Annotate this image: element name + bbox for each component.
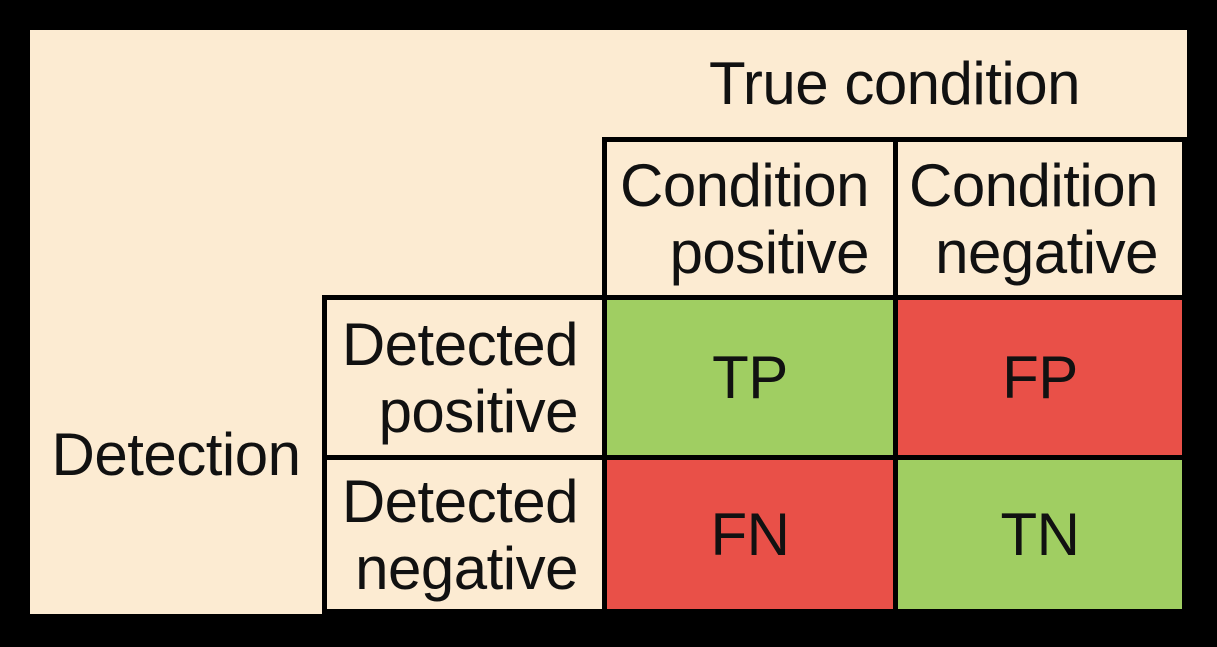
column-header-line2: negative [935, 218, 1158, 286]
column-axis-title: True condition [709, 50, 1081, 117]
row-header-line2: positive [378, 377, 579, 445]
row-header-detected-negative: Detected negative [322, 455, 602, 614]
column-header-line1: Condition [619, 151, 870, 219]
column-header-line2: positive [669, 218, 870, 286]
column-header-condition-positive: Condition positive [602, 137, 893, 295]
row-header-detected-positive: Detected positive [322, 295, 602, 455]
column-header-condition-negative: Condition negative [893, 137, 1187, 295]
row-header-line1: Detected [341, 467, 579, 535]
cell-true-positive: TP [602, 295, 893, 455]
row-header-line2: negative [355, 534, 578, 602]
cell-false-negative: FN [602, 455, 893, 614]
row-axis-title: Detection [51, 421, 301, 488]
diagram-panel: True condition Condition positive Condit… [30, 30, 1187, 614]
cell-true-negative: TN [893, 455, 1187, 614]
column-header-line1: Condition [908, 151, 1159, 219]
cell-false-positive: FP [893, 295, 1187, 455]
row-header-line1: Detected [341, 310, 579, 378]
